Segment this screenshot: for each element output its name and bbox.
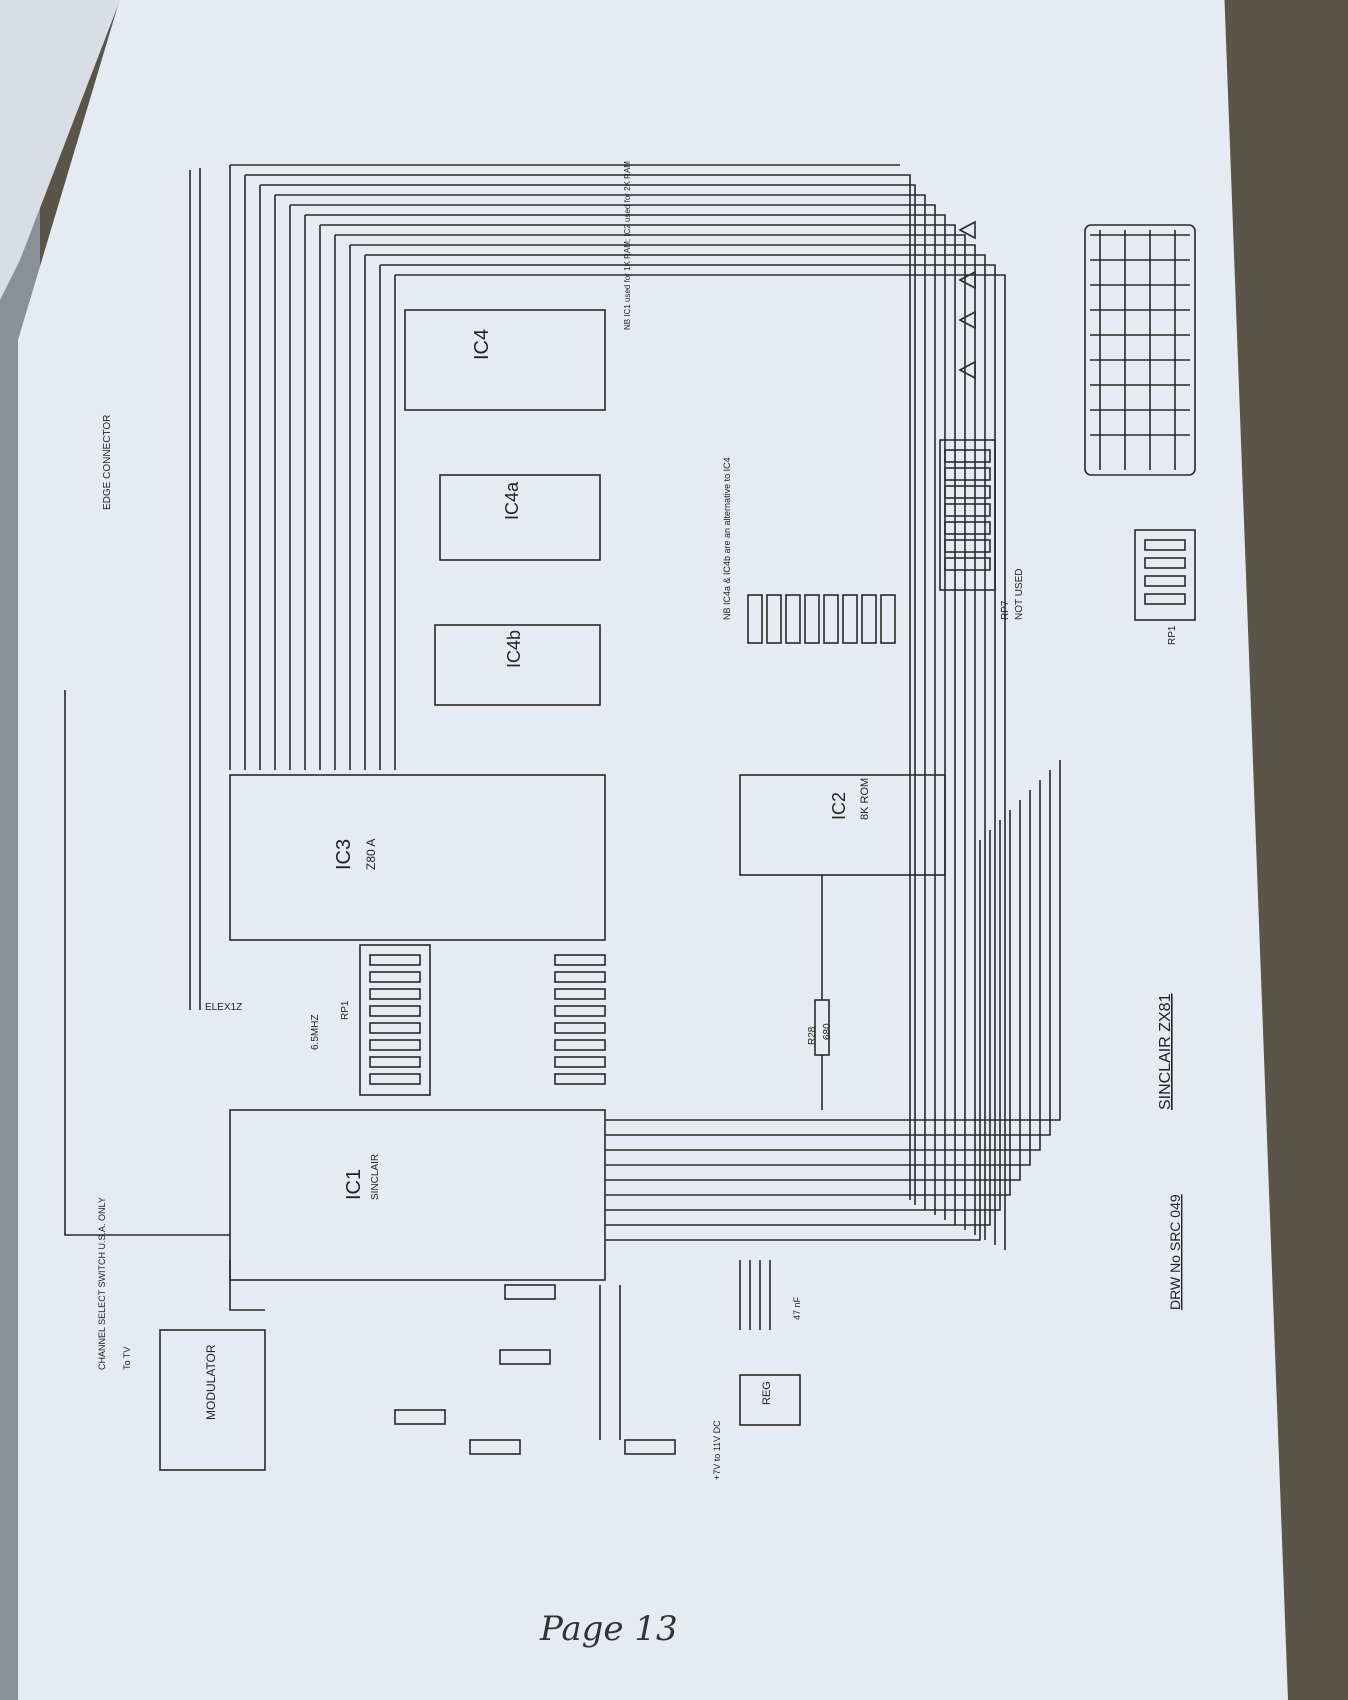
supply-label: +7V to 11V DC [712,1420,722,1480]
regulator-body [739,1374,801,1426]
ic2-label: IC2 [829,792,849,820]
rp7-pack [939,439,996,591]
address-bus-lines [189,164,1006,1250]
rp1-pack [359,944,431,1096]
cap-label: 47 nF [792,1296,802,1320]
ic3-sub: Z80 A [364,839,378,870]
keyboard-diodes [958,220,976,380]
to-tv-label: To TV [122,1347,132,1370]
ic4b-label: IC4b [504,630,524,668]
rp7-note: NOT USED [1014,569,1025,621]
ic2-body [739,774,946,876]
r28-value: 680 [822,1023,833,1040]
regulator-label: REG [761,1381,773,1405]
r28-label: R28 [807,1026,818,1045]
rp1-label: RP1 [340,1000,351,1020]
edge-connector-label: EDGE CONNECTOR [102,415,113,510]
ic3-body [229,774,606,941]
ic4a-label: IC4a [502,481,522,520]
ic4-ram-note: NB IC1 used for 1K RAM; IC2 used for 2K … [623,161,632,330]
crystal-label: 6.5MHZ [310,1014,321,1050]
channel-switch-label: CHANNEL SELECT SWITCH U.S.A. ONLY [97,1197,107,1370]
drawing-number: DRW No SRC 049 [1167,1194,1183,1310]
ic1-sub: SINCLAIR [370,1154,381,1200]
ic4-label: IC4 [471,329,493,360]
ic1-label: IC1 [343,1169,365,1200]
ic1-body [229,1109,606,1281]
address-resistor-column [554,954,606,1085]
data-resistor-row [747,594,896,644]
modulator-body [159,1329,266,1471]
keyboard-matrix [1084,224,1196,476]
rp1-keyboard-label: RP1 [1167,625,1178,645]
page-note: Page 13 [539,1609,678,1649]
component-labels: IC4 IC4a IC4b IC3 Z80 A IC2 8K ROM IC1 S… [97,161,1183,1649]
product-title: SINCLAIR ZX81 [1157,993,1174,1110]
ic4-body [404,309,606,411]
rp1-keyboard-pack [1134,529,1196,621]
ic3-label: IC3 [333,839,355,870]
ic4b-body [434,624,601,706]
modulator-label: MODULATOR [204,1344,218,1420]
ic4a-body [439,474,601,561]
ic2-sub: 8K ROM [859,778,871,820]
ic4-alt-note: NB IC4a & IC4b are an alternative to IC4 [722,457,732,620]
rp7-label: RP7 [1000,600,1011,620]
transistor-label: ELEX1Z [205,1002,242,1013]
